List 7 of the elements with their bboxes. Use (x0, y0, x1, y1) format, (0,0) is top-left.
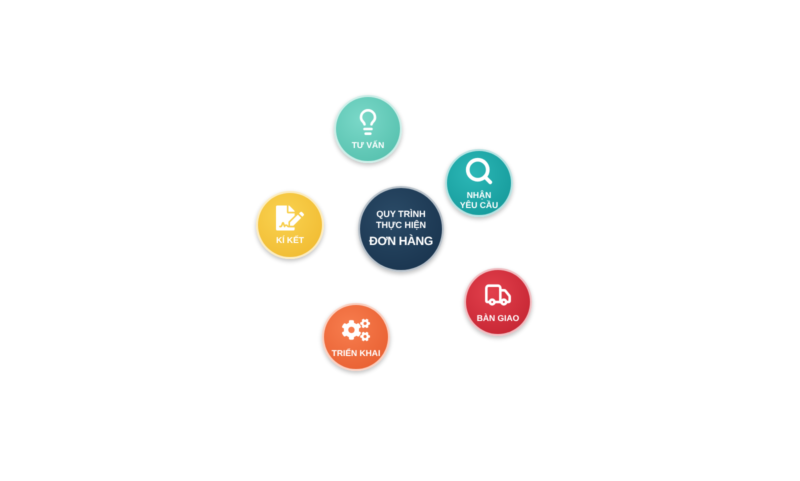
step-label: TƯ VẤN (350, 140, 386, 150)
step-label: KÍ KẾT (275, 235, 305, 245)
step-label: BÀN GIAO (476, 313, 520, 323)
step-label: NHẬN YÊU CẦU (458, 190, 500, 210)
title-text: QUY TRÌNH THỰC HIỆN (375, 209, 427, 231)
step-label: TRIỂN KHAI (330, 348, 382, 358)
title-emphasis-text: ĐƠN HÀNG (368, 234, 434, 249)
